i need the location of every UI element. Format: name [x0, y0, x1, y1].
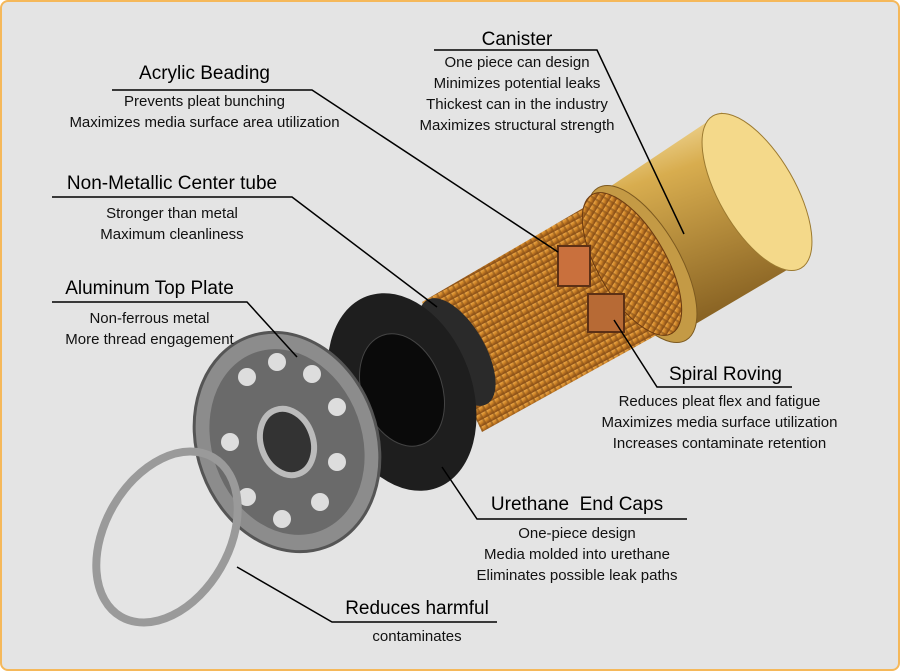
gasket-ring-shape	[92, 447, 242, 627]
callout-title: Non-Metallic Center tube	[66, 173, 278, 194]
acrylic-beading-inset	[557, 245, 591, 287]
callout-line: More thread engagement	[65, 331, 234, 348]
callout-line: Non-ferrous metal	[89, 310, 210, 327]
callout-acrylic-beading: Acrylic Beading Prevents pleat bunching …	[42, 63, 367, 133]
callout-line: Media molded into urethane	[484, 546, 670, 563]
callout-title: Spiral Roving	[669, 364, 782, 385]
callout-top-plate: Aluminum Top Plate Non-ferrous metal Mor…	[42, 278, 257, 350]
callout-line: Reduces pleat flex and fatigue	[618, 393, 821, 410]
callout-title: Reduces harmful	[345, 598, 489, 619]
callout-center-tube: Non-Metallic Center tube Stronger than m…	[42, 173, 302, 245]
callout-title: Canister	[481, 29, 553, 50]
callout-line: Eliminates possible leak paths	[476, 567, 678, 584]
callout-line: Maximum cleanliness	[100, 226, 244, 243]
callout-line: Increases contaminate retention	[612, 435, 827, 452]
callout-line: contaminates	[372, 628, 462, 645]
callout-line: Stronger than metal	[106, 205, 238, 222]
callout-line: One piece can design	[444, 54, 590, 71]
callout-title: Aluminum Top Plate	[65, 278, 234, 299]
callout-line: Minimizes potential leaks	[433, 75, 601, 92]
callout-line: Thickest can in the industry	[426, 96, 608, 113]
callout-line: Maximizes structural strength	[419, 117, 615, 134]
callout-line: Prevents pleat bunching	[124, 93, 285, 110]
callout-line: Maximizes media surface area utilization	[69, 114, 340, 131]
leader-lines	[52, 49, 792, 623]
callout-title: Urethane End Caps	[490, 494, 664, 515]
callout-end-caps: Urethane End Caps One-piece design Media…	[462, 494, 692, 586]
callout-line: Maximizes media surface utilization	[601, 414, 838, 431]
callout-gasket: Reduces harmful contaminates	[327, 598, 507, 647]
callout-line: One-piece design	[518, 525, 636, 542]
callout-spiral-roving: Spiral Roving Reduces pleat flex and fat…	[582, 364, 857, 454]
callout-canister: Canister One piece can design Minimizes …	[407, 29, 627, 136]
callout-title: Acrylic Beading	[139, 63, 270, 84]
